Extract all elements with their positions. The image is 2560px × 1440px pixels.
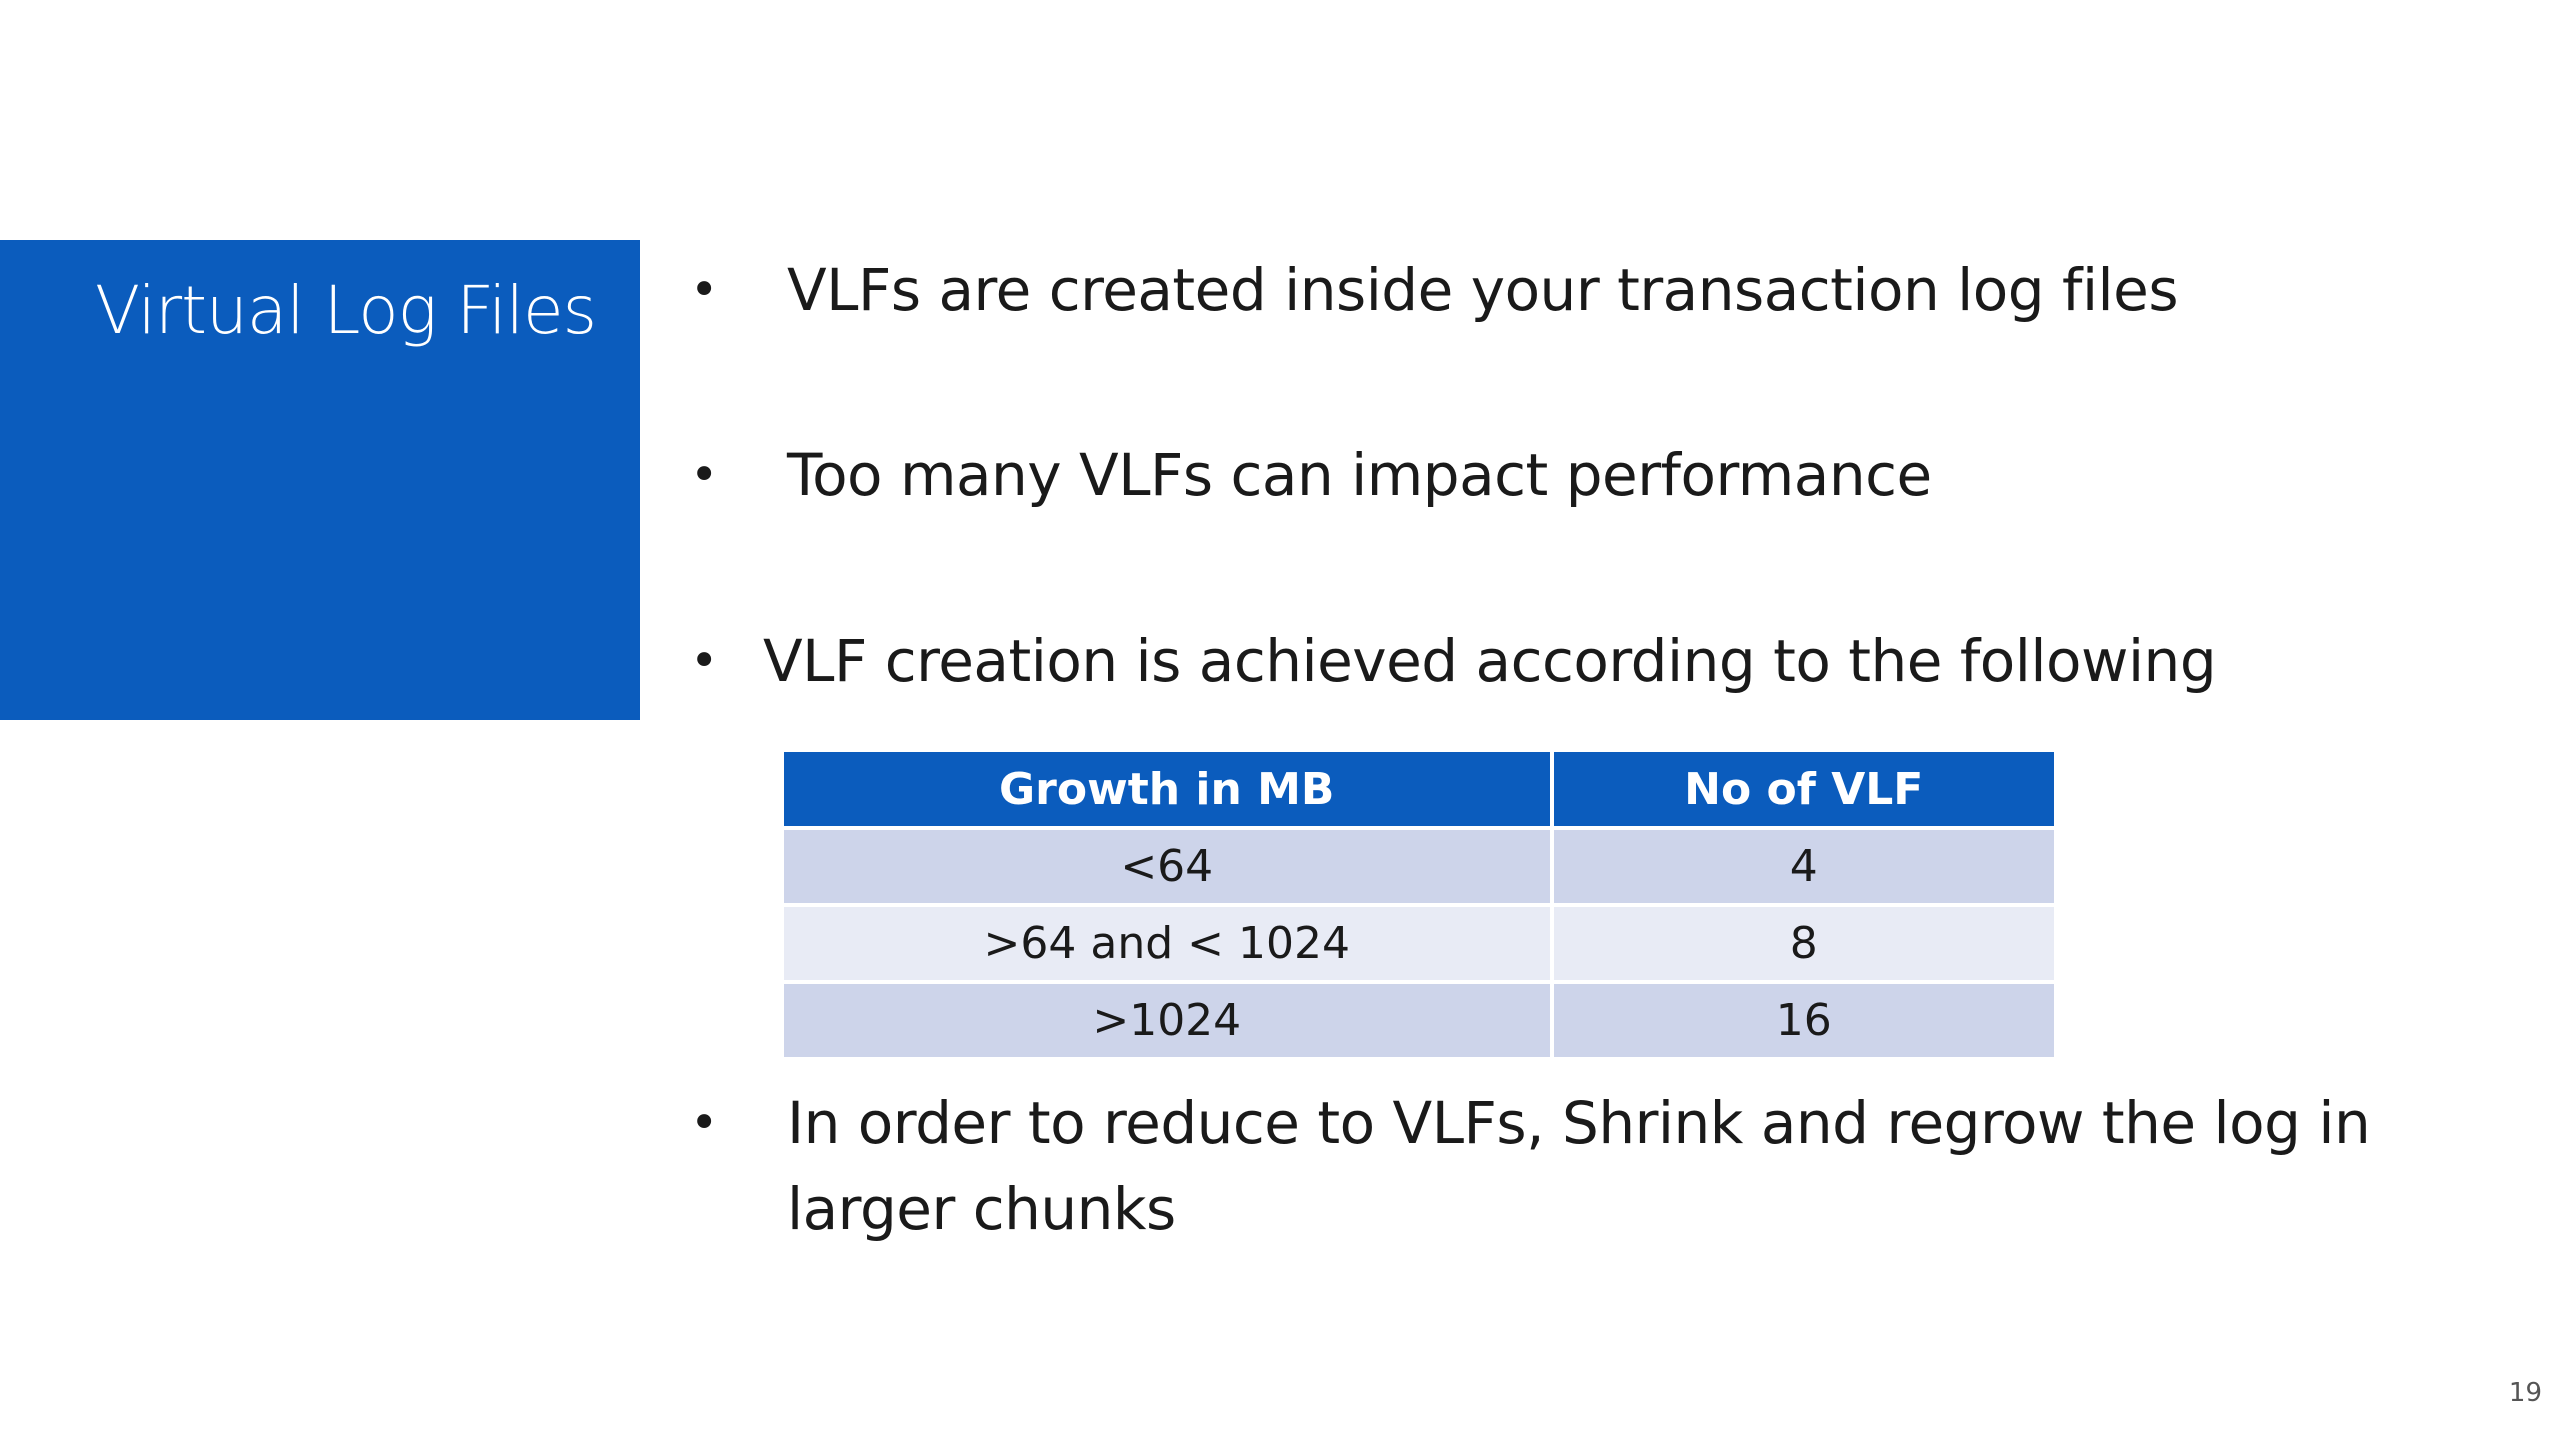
table-cell: <64: [784, 828, 1554, 907]
table-header-row: Growth in MB No of VLF: [784, 752, 2054, 830]
table-cell: 8: [1551, 905, 2054, 984]
table-row: <64 4: [784, 828, 2054, 907]
page-number: 19: [2508, 1378, 2542, 1408]
title-block: [0, 240, 640, 720]
slide-title: Virtual Log Files: [95, 272, 597, 349]
table-cell: 4: [1551, 828, 2054, 907]
bullet-1: VLFs are created inside your transaction…: [787, 256, 2179, 324]
bullet-4: In order to reduce to VLFs, Shrink and r…: [787, 1089, 2371, 1243]
table-cell: >64 and < 1024: [784, 905, 1554, 984]
bullet-dot: •: [690, 1095, 719, 1151]
table-cell: 16: [1551, 982, 2054, 1061]
bullet-dot: •: [690, 262, 719, 318]
bullet-3: VLF creation is achieved according to th…: [763, 627, 2217, 695]
table-row: >64 and < 1024 8: [784, 905, 2054, 984]
bullet-dot: •: [690, 447, 719, 503]
vlf-growth-table: Growth in MB No of VLF <64 4 >64 and < 1…: [784, 752, 2054, 1061]
header-no-of-vlf: No of VLF: [1551, 752, 2054, 830]
bullet-dot: •: [690, 633, 719, 689]
bullet-2: Too many VLFs can impact performance: [787, 441, 1932, 509]
table-row: >1024 16: [784, 982, 2054, 1061]
table-cell: >1024: [784, 982, 1554, 1061]
header-growth-in-mb: Growth in MB: [784, 752, 1554, 830]
